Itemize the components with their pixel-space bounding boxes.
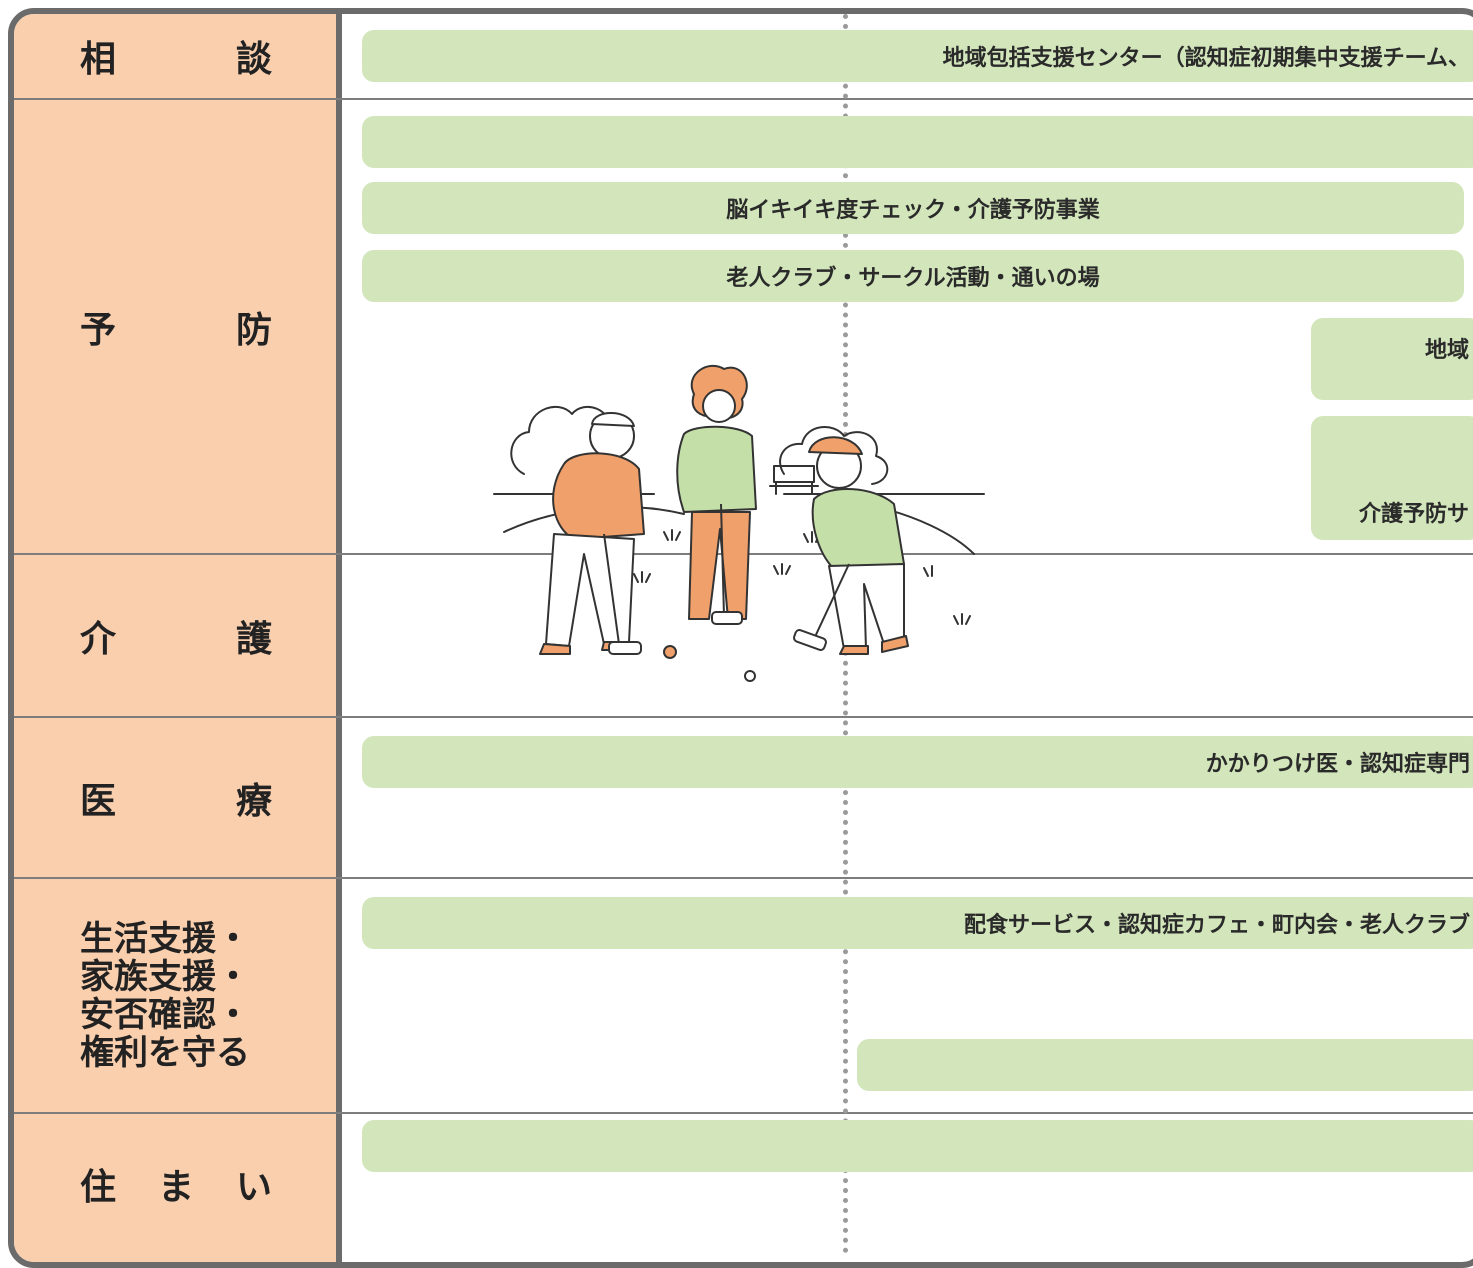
person-right (793, 436, 909, 655)
category-consult: 相 談 (14, 14, 336, 98)
category-line: 生活支援・ (80, 918, 250, 959)
ground-golf-illustration (493, 364, 985, 682)
bar-prevention-service: 介護予防サ (1311, 416, 1473, 540)
category-char: 予 (80, 309, 117, 351)
category-char: 療 (235, 780, 272, 822)
category-char: 護 (235, 618, 272, 660)
category-line: 権利を守る (80, 1032, 250, 1073)
bar-life-support: 配食サービス・認知症カフェ・町内会・老人クラブ (362, 897, 1473, 949)
category-column (14, 14, 342, 1262)
bar-label: 配食サービス・認知症カフェ・町内会・老人クラブ (963, 913, 1470, 938)
category-medical: 医 療 (14, 718, 336, 877)
bar-region: 地域 (1311, 318, 1473, 400)
bar-label: 地域 (1424, 338, 1469, 363)
category-char: 住 (80, 1167, 117, 1208)
ball-icon (744, 670, 756, 682)
person-left (539, 412, 645, 655)
bar-consult: 地域包括支援センター（認知症初期集中支援チーム、 (362, 30, 1473, 82)
category-prevention: 予 防 (14, 100, 336, 553)
category-line: 家族支援・ (80, 956, 250, 997)
row-divider (14, 1112, 1473, 1114)
bar-label: 脳イキイキ度チェック・介護予防事業 (726, 198, 1100, 223)
category-care: 介 護 (14, 555, 336, 716)
bar-support-blank (857, 1039, 1473, 1091)
category-char: 防 (235, 309, 272, 351)
bar-medical: かかりつけ医・認知症専門 (362, 736, 1473, 788)
row-divider (14, 98, 1473, 100)
bar-prevent-blank (362, 116, 1473, 168)
row-divider (14, 716, 1473, 718)
category-char: 医 (80, 780, 117, 822)
bar-senior-club: 老人クラブ・サークル活動・通いの場 (362, 250, 1464, 302)
bar-housing (362, 1120, 1473, 1172)
category-life-support: 生活支援・ 家族支援・ 安否確認・ 権利を守る (14, 879, 336, 1112)
service-table: 相 談 予 防 介 護 医 療 生活支援・ 家族支援・ 安否確認・ 権利を守る … (8, 8, 1473, 1268)
bar-label: かかりつけ医・認知症専門 (1205, 752, 1470, 777)
tree-icon (779, 425, 889, 485)
bar-label: 介護予防サ (1358, 502, 1469, 527)
bar-label: 老人クラブ・サークル活動・通いの場 (726, 266, 1100, 291)
category-char: 介 (80, 618, 117, 660)
category-char: 相 (80, 39, 117, 80)
person-middle (676, 364, 757, 625)
category-char: い (235, 1167, 272, 1208)
row-divider (14, 877, 1473, 879)
category-char: ま (157, 1167, 194, 1208)
category-line: 安否確認・ (80, 994, 250, 1035)
ball-icon (663, 645, 677, 659)
category-housing: 住 ま い (14, 1114, 336, 1254)
bench-icon (769, 465, 819, 495)
bar-brain-check: 脳イキイキ度チェック・介護予防事業 (362, 182, 1464, 234)
category-char: 談 (235, 39, 272, 80)
bar-label: 地域包括支援センター（認知症初期集中支援チーム、 (942, 46, 1470, 71)
